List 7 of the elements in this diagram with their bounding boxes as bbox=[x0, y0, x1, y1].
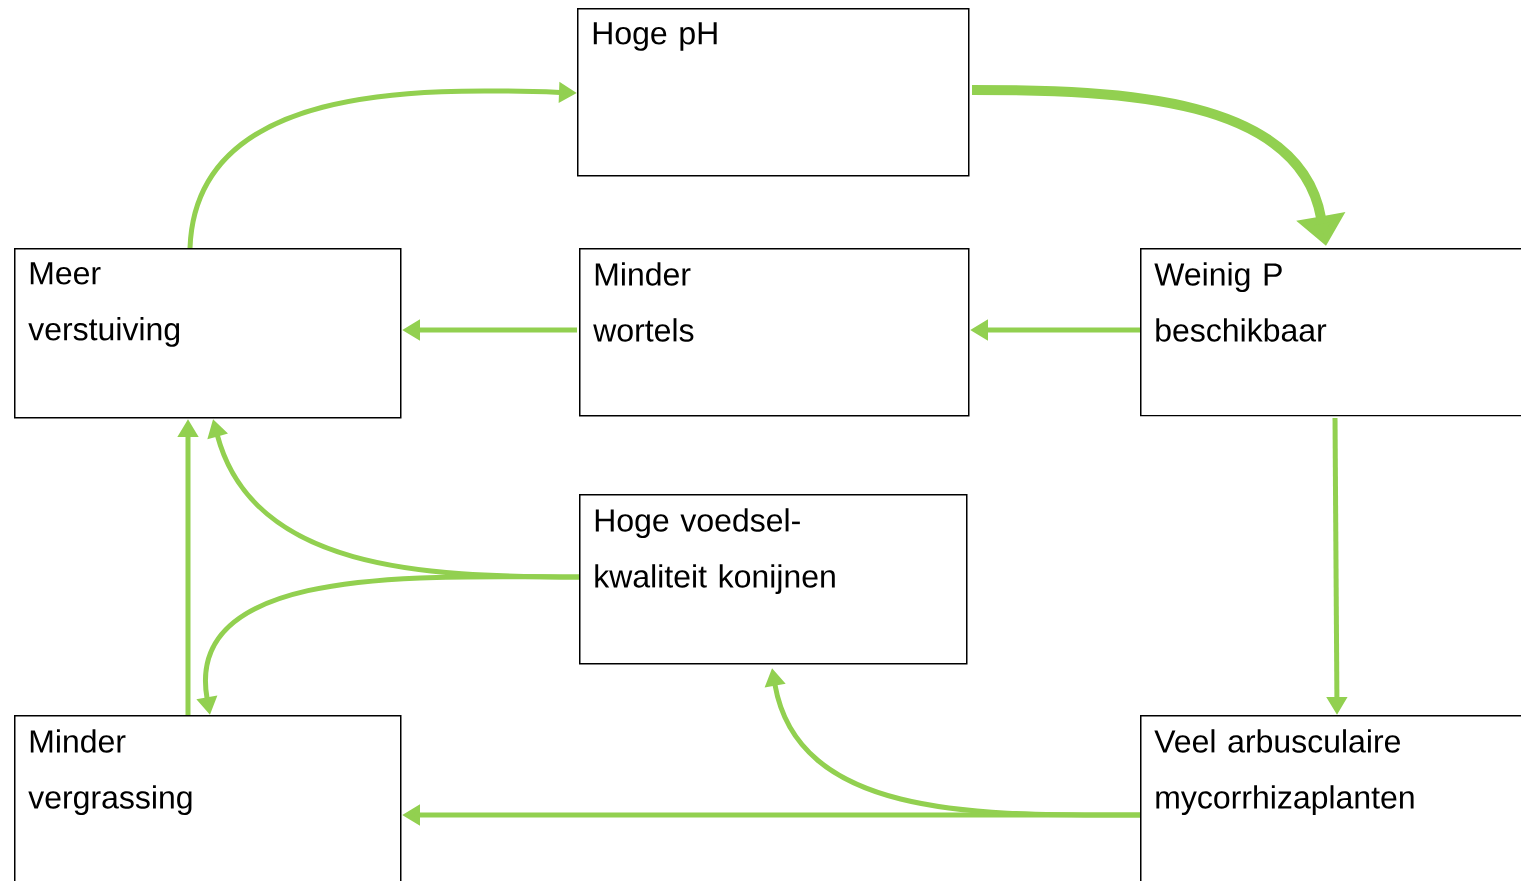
process-box: Weinig P beschikbaar bbox=[1140, 248, 1521, 417]
process-box: Hoge pH bbox=[577, 8, 970, 177]
process-box: Minder vergrassing bbox=[14, 715, 402, 881]
process-box: Hoge voedsel- kwaliteit konijnen bbox=[579, 494, 968, 665]
process-box: Veel arbusculaire mycorrhizaplanten bbox=[1140, 715, 1521, 881]
process-box: Minder wortels bbox=[579, 248, 970, 417]
process-box: Meer verstuiving bbox=[14, 248, 402, 419]
